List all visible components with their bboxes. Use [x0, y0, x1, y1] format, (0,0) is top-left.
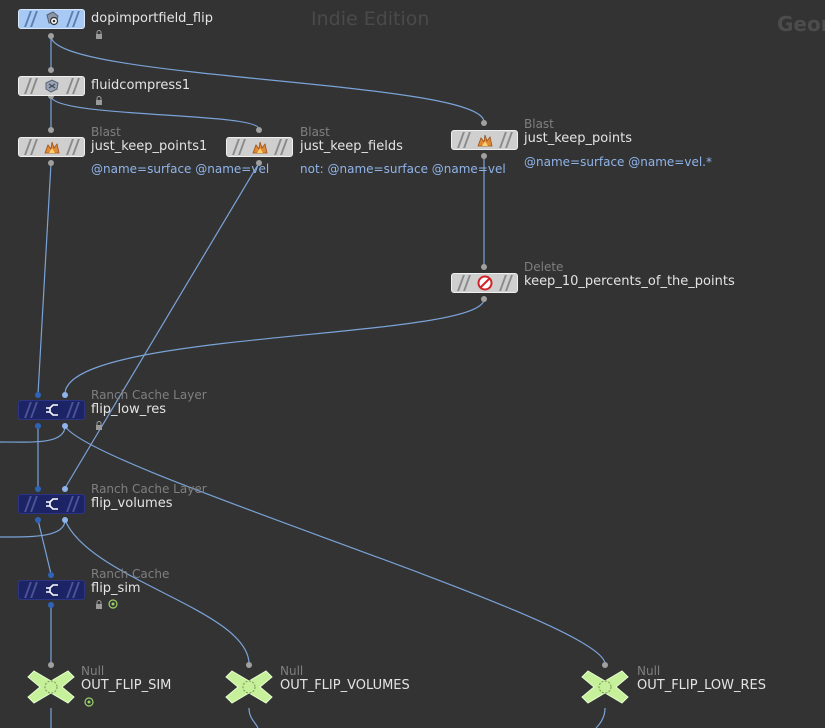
- node-type-label: Null: [280, 664, 304, 678]
- wire: [248, 707, 259, 728]
- network-context-label: Geom: [777, 12, 825, 36]
- lock-icon: [96, 421, 102, 430]
- node-name: keep_10_percents_of_the_points: [524, 274, 735, 289]
- input-port: [246, 662, 252, 668]
- node-name: OUT_FLIP_LOW_RES: [637, 678, 766, 693]
- node-name: just_keep_fields: [300, 139, 403, 154]
- node-type-label: Blast: [300, 125, 330, 139]
- input-port: [481, 264, 487, 270]
- wire: [64, 519, 250, 665]
- node-parameter-label: @name=surface @name=vel: [91, 162, 270, 176]
- input-port: [62, 392, 68, 398]
- wire: [0, 425, 66, 443]
- output-port: [48, 602, 54, 608]
- lock-icon: [96, 600, 102, 609]
- wire: [37, 162, 52, 395]
- ranch-cache-icon: [45, 404, 58, 416]
- node-name: fluidcompress1: [91, 78, 191, 93]
- wire: [595, 707, 606, 728]
- node-name: OUT_FLIP_SIM: [81, 678, 172, 693]
- display-flag-icon: [108, 599, 118, 609]
- node-type-label: Blast: [524, 117, 554, 131]
- input-port: [48, 572, 54, 578]
- input-port: [481, 120, 487, 126]
- node-name: flip_sim: [91, 581, 141, 596]
- ranch-cache-icon: [45, 584, 58, 596]
- node-type-label: Ranch Cache Layer: [91, 388, 207, 402]
- output-port: [62, 517, 68, 523]
- fluid-compress-icon: [45, 79, 59, 93]
- input-port: [602, 662, 608, 668]
- input-port: [48, 662, 54, 668]
- dop-import-icon: [45, 11, 59, 26]
- blast-icon: [43, 141, 59, 154]
- node-type-label: Null: [637, 664, 661, 678]
- lock-icon: [96, 30, 102, 39]
- null-node-icon: [27, 670, 75, 704]
- node-type-label: Blast: [91, 125, 121, 139]
- input-port: [48, 67, 54, 73]
- delete-icon: [477, 275, 492, 291]
- output-port: [48, 33, 54, 39]
- ranch-cache-icon: [45, 498, 58, 510]
- node-name: OUT_FLIP_VOLUMES: [280, 678, 410, 693]
- output-port: [481, 153, 487, 159]
- node-type-label: Delete: [524, 260, 564, 274]
- null-node-icon: [581, 670, 629, 704]
- display-flag-icon: [84, 697, 94, 707]
- wire: [37, 519, 52, 575]
- lock-icon: [96, 96, 102, 105]
- node-parameter-label: @name=surface @name=vel.*: [524, 155, 712, 169]
- output-port: [35, 517, 41, 523]
- node-name: flip_low_res: [91, 402, 167, 417]
- node-name: just_keep_points1: [91, 139, 208, 154]
- wire: [64, 162, 260, 489]
- wire: [50, 35, 485, 123]
- node-type-label: Ranch Cache: [91, 567, 170, 581]
- output-port: [62, 423, 68, 429]
- node-name: dopimportfield_flip: [91, 11, 213, 26]
- edition-watermark: Indie Edition: [311, 8, 430, 30]
- blast-icon: [476, 134, 492, 147]
- output-port: [481, 296, 487, 302]
- input-port: [35, 486, 41, 492]
- input-port: [48, 127, 54, 133]
- input-port: [35, 392, 41, 398]
- input-port: [62, 486, 68, 492]
- output-port: [256, 160, 262, 166]
- wire: [0, 519, 66, 538]
- node-parameter-label: not: @name=surface @name=vel: [300, 162, 506, 176]
- node-name: flip_volumes: [91, 496, 173, 511]
- node-type-label: Ranch Cache Layer: [91, 482, 207, 496]
- output-port: [35, 423, 41, 429]
- blast-icon: [251, 141, 267, 154]
- node-type-label: Null: [81, 664, 105, 678]
- wire: [50, 95, 260, 130]
- null-node-icon: [225, 670, 273, 704]
- input-port: [256, 127, 262, 133]
- wire: [64, 298, 485, 395]
- output-port: [48, 160, 54, 166]
- wire: [64, 425, 606, 665]
- node-name: just_keep_points: [524, 131, 632, 146]
